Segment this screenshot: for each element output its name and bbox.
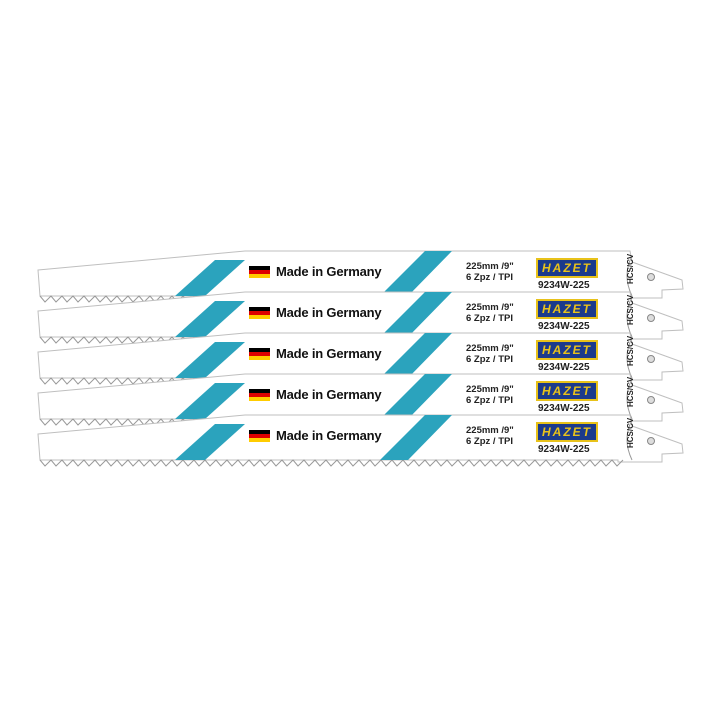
- length-label: 225mm /9": [466, 343, 514, 354]
- length-label: 225mm /9": [466, 384, 514, 395]
- product-code: 9234W-225: [538, 321, 590, 332]
- product-code: 9234W-225: [538, 362, 590, 373]
- material-label: HCS/CV: [626, 335, 635, 366]
- spec-text: 225mm /9"6 Zpz / TPI: [466, 343, 514, 365]
- tpi-label: 6 Zpz / TPI: [466, 436, 513, 447]
- blade-shape: [37, 250, 684, 303]
- length-label: 225mm /9": [466, 302, 514, 313]
- length-label: 225mm /9": [466, 261, 514, 272]
- german-flag-icon: [249, 266, 270, 278]
- spec-text: 225mm /9"6 Zpz / TPI: [466, 425, 514, 447]
- made-in-label: Made in Germany: [276, 305, 382, 320]
- product-code: 9234W-225: [538, 444, 590, 455]
- brand-logo: HAZET: [536, 258, 598, 278]
- tpi-label: 6 Zpz / TPI: [466, 313, 513, 324]
- blade-shape: [37, 414, 684, 467]
- made-in-label: Made in Germany: [276, 346, 382, 361]
- german-flag-icon: [249, 389, 270, 401]
- saw-blade: Made in Germany 225mm /9"6 Zpz / TPI HAZ…: [0, 250, 720, 310]
- german-flag-icon: [249, 430, 270, 442]
- blade-shape: [37, 373, 684, 426]
- material-label: HCS/CV: [626, 376, 635, 407]
- product-code: 9234W-225: [538, 403, 590, 414]
- spec-text: 225mm /9"6 Zpz / TPI: [466, 384, 514, 406]
- saw-blade: Made in Germany 225mm /9"6 Zpz / TPI HAZ…: [0, 291, 720, 351]
- material-label: HCS/CV: [626, 253, 635, 284]
- saw-blade: Made in Germany 225mm /9"6 Zpz / TPI HAZ…: [0, 373, 720, 433]
- blade-shape: [37, 332, 684, 385]
- tpi-label: 6 Zpz / TPI: [466, 354, 513, 365]
- material-label: HCS/CV: [626, 417, 635, 448]
- blade-shape: [37, 291, 684, 344]
- tpi-label: 6 Zpz / TPI: [466, 395, 513, 406]
- german-flag-icon: [249, 307, 270, 319]
- material-label: HCS/CV: [626, 294, 635, 325]
- made-in-label: Made in Germany: [276, 387, 382, 402]
- saw-blade: Made in Germany 225mm /9"6 Zpz / TPI HAZ…: [0, 414, 720, 474]
- made-in-label: Made in Germany: [276, 428, 382, 443]
- brand-logo: HAZET: [536, 340, 598, 360]
- product-code: 9234W-225: [538, 280, 590, 291]
- saw-blade: Made in Germany 225mm /9"6 Zpz / TPI HAZ…: [0, 332, 720, 392]
- spec-text: 225mm /9"6 Zpz / TPI: [466, 261, 514, 283]
- length-label: 225mm /9": [466, 425, 514, 436]
- spec-text: 225mm /9"6 Zpz / TPI: [466, 302, 514, 324]
- brand-logo: HAZET: [536, 422, 598, 442]
- german-flag-icon: [249, 348, 270, 360]
- brand-logo: HAZET: [536, 299, 598, 319]
- made-in-label: Made in Germany: [276, 264, 382, 279]
- tpi-label: 6 Zpz / TPI: [466, 272, 513, 283]
- brand-logo: HAZET: [536, 381, 598, 401]
